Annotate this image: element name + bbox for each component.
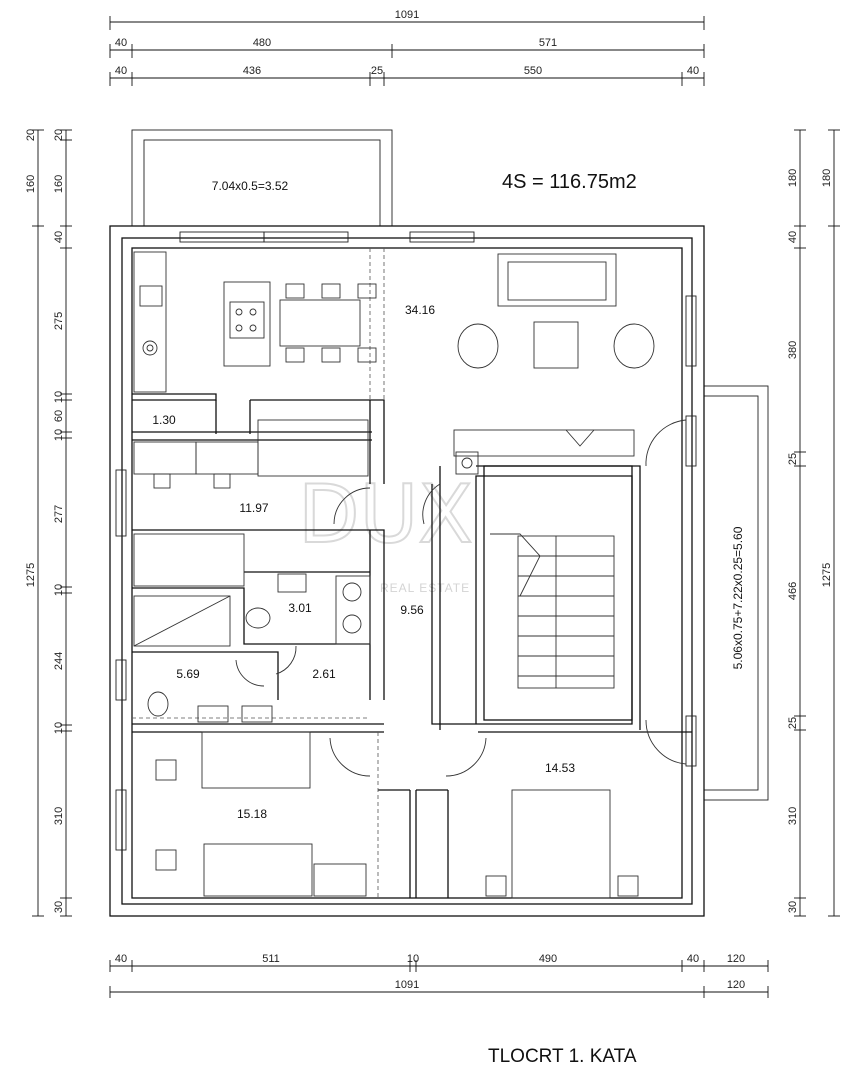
bathroom-fixtures <box>133 573 371 647</box>
room-label-room-middle: 11.97 <box>239 501 268 515</box>
dashed-guides <box>132 248 385 898</box>
watermark-tagline: REAL ESTATE <box>380 581 470 595</box>
room-label-bathroom: 3.01 <box>288 601 312 615</box>
total-area: 4S = 116.75m2 <box>502 171 637 193</box>
dim-top-r3-b: 436 <box>243 65 261 77</box>
dim-right-40: 40 <box>787 231 799 243</box>
plan-title: TLOCRT 1. KATA <box>488 1046 637 1067</box>
room-label-hall: 9.56 <box>400 603 424 617</box>
dim-top-r3-c: 25 <box>371 65 383 77</box>
balcony-right-area: 5.06x0.75+7.22x0.25=5.60 <box>731 526 745 669</box>
dim-left-310: 310 <box>53 807 65 825</box>
dim-far-left-a: 20 <box>53 129 65 141</box>
dim-left-30: 30 <box>53 901 65 913</box>
living-furniture <box>453 253 655 475</box>
dim-left-277: 277 <box>53 505 65 523</box>
dim-bottom-490: 490 <box>539 953 557 965</box>
watermark: DUX REAL ESTATE <box>297 467 474 595</box>
dim-right-outer-b: 1275 <box>821 563 833 587</box>
dim-left-40: 40 <box>53 231 65 243</box>
dim-bottom-120a: 120 <box>727 953 745 965</box>
dim-bottom-1091: 1091 <box>395 979 419 991</box>
outer-walls <box>109 225 705 917</box>
dim-bottom-120b: 120 <box>727 979 745 991</box>
dim-right-380: 380 <box>787 341 799 359</box>
dim-left-outer-b: 1275 <box>25 563 37 587</box>
room-label-bedroom-right: 14.53 <box>545 761 575 775</box>
dim-right-180: 180 <box>787 169 799 187</box>
dim-left-10b: 10 <box>53 429 65 441</box>
room-middle-furniture <box>133 419 369 587</box>
dim-left-outer-a: 160 <box>25 175 37 193</box>
room-label-bedroom-left: 15.18 <box>237 807 267 821</box>
dim-bottom-511: 511 <box>262 953 280 965</box>
balcony-right: 5.06x0.75+7.22x0.25=5.60 <box>703 385 769 801</box>
dim-top-r3-e: 40 <box>687 65 699 77</box>
dim-far-left-b: 160 <box>53 175 65 193</box>
dim-bottom-40b: 40 <box>687 953 699 965</box>
dim-right-25b: 25 <box>787 717 799 729</box>
dim-top-r2-a: 40 <box>115 37 127 49</box>
bedroom-left-furniture <box>155 731 367 897</box>
kitchen <box>133 251 271 393</box>
dim-bottom-40a: 40 <box>115 953 127 965</box>
dimensions-left: 20 160 160 1275 40 275 10 60 10 277 10 2… <box>25 129 72 917</box>
dim-left-60: 60 <box>53 410 65 422</box>
dim-left-244: 244 <box>53 652 65 670</box>
staircase <box>490 533 615 689</box>
interior-walls <box>132 393 692 898</box>
dim-left-20: 20 <box>25 129 37 141</box>
dim-top-overall: 1091 <box>395 9 419 21</box>
dim-left-10a: 10 <box>53 391 65 403</box>
dim-left-10c: 10 <box>53 584 65 596</box>
balcony-top: 7.04x0.5=3.52 <box>131 129 393 227</box>
dim-top-r2-c: 571 <box>539 37 557 49</box>
dimensions-top: 1091 40 480 571 40 436 25 550 40 <box>109 9 705 86</box>
watermark-logo: DUX <box>298 468 473 561</box>
dimensions-bottom: 40 511 10 490 40 120 1091 120 <box>109 953 769 998</box>
laundry-fixtures <box>147 691 273 723</box>
dim-top-r3-d: 550 <box>524 65 542 77</box>
dim-right-30: 30 <box>787 901 799 913</box>
dim-left-10d: 10 <box>53 722 65 734</box>
dim-right-outer-a: 180 <box>821 169 833 187</box>
dim-left-275: 275 <box>53 312 65 330</box>
dim-top-r2-b: 480 <box>253 37 271 49</box>
room-label-living: 34.16 <box>405 303 435 317</box>
dim-top-r3-a: 40 <box>115 65 127 77</box>
balcony-top-area: 7.04x0.5=3.52 <box>212 179 289 193</box>
dim-right-466: 466 <box>787 582 799 600</box>
dim-right-310: 310 <box>787 807 799 825</box>
dim-bottom-10: 10 <box>407 953 419 965</box>
dining-table <box>279 283 377 363</box>
room-label-wc: 1.30 <box>152 413 176 427</box>
dim-right-25a: 25 <box>787 453 799 465</box>
dimensions-right: 180 40 380 25 466 25 310 30 180 1275 <box>787 129 840 917</box>
room-label-laundry: 5.69 <box>176 667 200 681</box>
room-label-closet: 2.61 <box>312 667 336 681</box>
room-labels: 34.16 1.30 11.97 3.01 9.56 5.69 2.61 15.… <box>152 303 575 821</box>
door-swings <box>235 419 687 777</box>
bedroom-right-furniture <box>485 789 639 899</box>
